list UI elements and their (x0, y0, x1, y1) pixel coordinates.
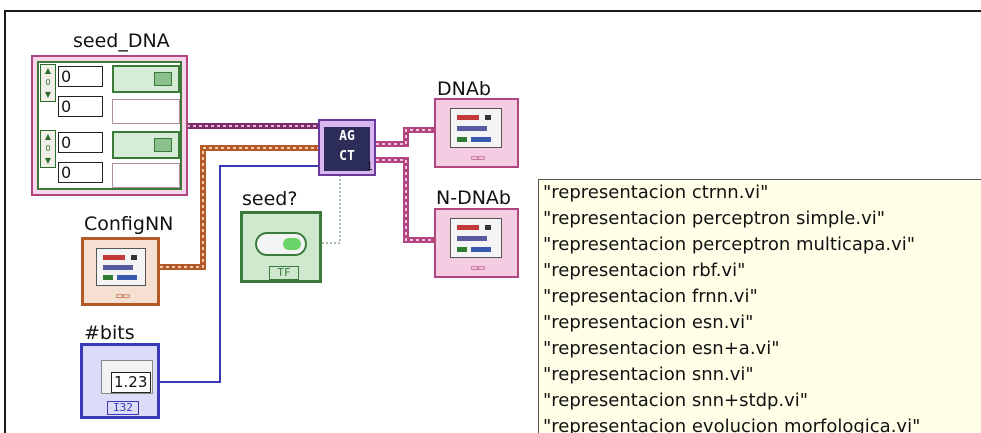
seed-bool-wire (322, 176, 341, 244)
dnab-terminal: ▭▭ (471, 151, 485, 164)
bits-type: I32 (107, 401, 139, 415)
seed-bool-label: seed? (242, 188, 298, 210)
seed-dna-value-4[interactable]: 0 (58, 162, 103, 183)
vi-list-item[interactable]: "representacion perceptron multicapa.vi" (543, 234, 915, 255)
ndnab-cluster-icon (450, 218, 502, 258)
dnab-cluster-icon (450, 108, 502, 148)
config-nn-label: ConfigNN (84, 213, 174, 235)
diagram-frame-top (4, 10, 981, 12)
seed-dna-empty-2 (112, 163, 180, 188)
subvi-glyph-top: AG (339, 129, 355, 144)
seed-bool-type: TF (269, 266, 299, 280)
dnab-wire (376, 127, 434, 147)
bits-value[interactable]: 1.23 (111, 372, 151, 393)
vi-list-item[interactable]: "representacion rbf.vi" (543, 260, 746, 281)
config-nn-wire (160, 145, 318, 270)
ndnab-terminal: ▭▭ (471, 261, 485, 274)
seed-dna-value-2[interactable]: 0 (58, 96, 103, 117)
subvi-icon[interactable]: AG CT 1 (318, 119, 376, 176)
bits-wire (160, 165, 318, 383)
seed-bool-control[interactable]: TF (240, 211, 322, 283)
ndnab-label: N-DNAb (436, 187, 511, 209)
subvi-glyph-bottom: CT (339, 149, 355, 164)
vi-list-item[interactable]: "representacion snn+stdp.vi" (543, 390, 809, 411)
bits-control[interactable]: 1.23 I32 (80, 343, 160, 419)
seed-dna-empty-1 (112, 99, 180, 124)
diagram-frame-left (4, 10, 6, 433)
ndnab-wire (376, 157, 434, 243)
subvi-glyph: AG CT (324, 127, 370, 171)
seed-dna-label: seed_DNA (73, 30, 170, 52)
ndnab-indicator[interactable]: ▭▭ (434, 208, 519, 278)
toggle-icon (255, 232, 307, 256)
seed-dna-value-3[interactable]: 0 (58, 132, 103, 153)
subvi-index: 1 (366, 160, 373, 173)
vi-list-item[interactable]: "representacion snn.vi" (543, 364, 754, 385)
toggle-light-icon (283, 238, 301, 250)
dnab-label: DNAb (437, 78, 491, 100)
vi-list-item[interactable]: "representacion evolucion morfologica.vi… (543, 416, 921, 433)
config-nn-cluster[interactable]: ▭▭ (81, 237, 160, 306)
vi-list-item[interactable]: "representacion perceptron simple.vi" (543, 208, 886, 229)
seed-dna-bool-2[interactable] (112, 131, 180, 159)
array-index-1[interactable]: ▲0▼ (40, 64, 56, 102)
seed-dna-value-1[interactable]: 0 (58, 66, 103, 87)
vi-list-item[interactable]: "representacion esn.vi" (543, 312, 754, 333)
dnab-indicator[interactable]: ▭▭ (434, 98, 519, 168)
vi-list-item[interactable]: "representacion ctrnn.vi" (543, 182, 769, 203)
cluster-terminal: ▭▭ (116, 289, 130, 302)
bits-label: #bits (84, 322, 135, 344)
seed-dna-bool-1[interactable] (112, 65, 180, 93)
vi-list-item[interactable]: "representacion esn+a.vi" (543, 338, 780, 359)
seed-dna-array[interactable]: ▲0▼ 0 0 ▲0▼ 0 0 (31, 55, 188, 196)
cluster-icon (96, 248, 146, 286)
array-index-2[interactable]: ▲0▼ (40, 130, 56, 168)
vi-list-item[interactable]: "representacion frnn.vi" (543, 286, 758, 307)
vi-list-box[interactable]: "representacion ctrnn.vi" "representacio… (538, 179, 981, 433)
